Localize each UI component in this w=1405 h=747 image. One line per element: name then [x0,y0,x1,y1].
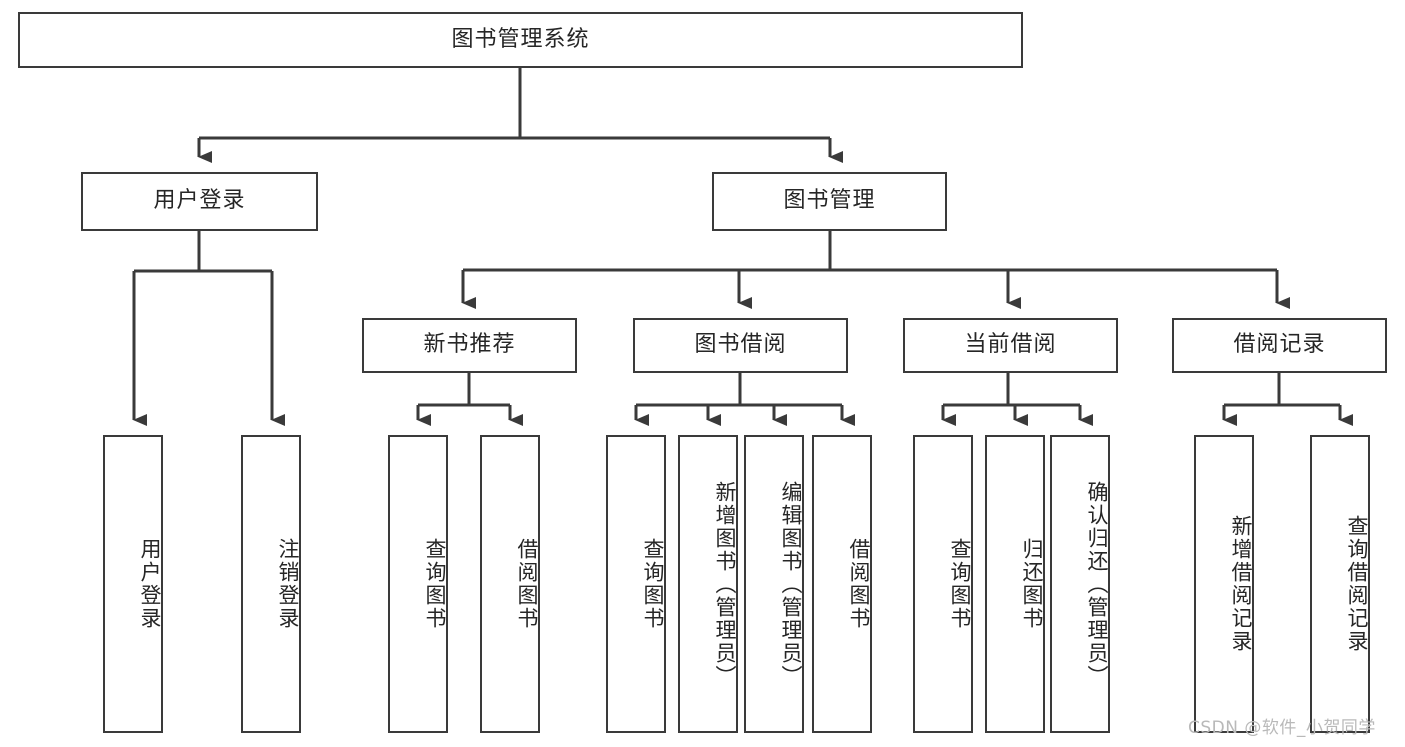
node-root-label: 图书管理系统 [451,26,590,52]
node-borrow-record-label: 借阅记录 [1233,332,1326,358]
node-leaf-borrow-book-1[interactable]: 借阅图书 [480,435,540,733]
node-leaf-borrow-book-1-label: 借阅图书 [515,538,539,630]
node-leaf-add-record-label: 新增借阅记录 [1229,515,1253,653]
node-leaf-query-record[interactable]: 查询借阅记录 [1310,435,1370,733]
node-leaf-logout[interactable]: 注销登录 [241,435,301,733]
node-leaf-add-book[interactable]: 新增图书（管理员） [678,435,738,733]
node-borrow-record[interactable]: 借阅记录 [1172,318,1387,373]
node-current-borrow-label: 当前借阅 [964,332,1057,358]
node-new-book-recommend-label: 新书推荐 [423,332,516,358]
node-leaf-borrow-book-2[interactable]: 借阅图书 [812,435,872,733]
node-leaf-query-book-3-label: 查询图书 [948,538,972,630]
node-root[interactable]: 图书管理系统 [18,12,1023,68]
node-leaf-return-book[interactable]: 归还图书 [985,435,1045,733]
node-leaf-query-book-3[interactable]: 查询图书 [913,435,973,733]
node-leaf-confirm-return[interactable]: 确认归还（管理员） [1050,435,1110,733]
node-leaf-return-book-label: 归还图书 [1020,538,1044,630]
node-leaf-query-book-1[interactable]: 查询图书 [388,435,448,733]
node-leaf-edit-book-label: 编辑图书（管理员） [779,480,803,688]
node-leaf-query-book-2-label: 查询图书 [641,538,665,630]
node-book-borrow-label: 图书借阅 [694,332,787,358]
node-leaf-confirm-return-label: 确认归还（管理员） [1085,480,1109,688]
node-new-book-recommend[interactable]: 新书推荐 [362,318,577,373]
node-user-login-label: 用户登录 [153,188,246,214]
node-leaf-query-book-1-label: 查询图书 [423,538,447,630]
watermark-text: CSDN @软件_小贺同学 [1188,718,1376,738]
node-leaf-borrow-book-2-label: 借阅图书 [847,538,871,630]
node-book-manage-label: 图书管理 [783,188,876,214]
node-leaf-add-record[interactable]: 新增借阅记录 [1194,435,1254,733]
node-leaf-query-book-2[interactable]: 查询图书 [606,435,666,733]
node-leaf-add-book-label: 新增图书（管理员） [713,480,737,688]
node-current-borrow[interactable]: 当前借阅 [903,318,1118,373]
node-leaf-edit-book[interactable]: 编辑图书（管理员） [744,435,804,733]
node-leaf-logout-label: 注销登录 [276,538,300,630]
node-book-borrow[interactable]: 图书借阅 [633,318,848,373]
node-leaf-user-login[interactable]: 用户登录 [103,435,163,733]
node-leaf-query-record-label: 查询借阅记录 [1345,515,1369,653]
node-user-login[interactable]: 用户登录 [81,172,318,231]
node-leaf-user-login-label: 用户登录 [138,538,162,630]
node-book-manage[interactable]: 图书管理 [712,172,947,231]
